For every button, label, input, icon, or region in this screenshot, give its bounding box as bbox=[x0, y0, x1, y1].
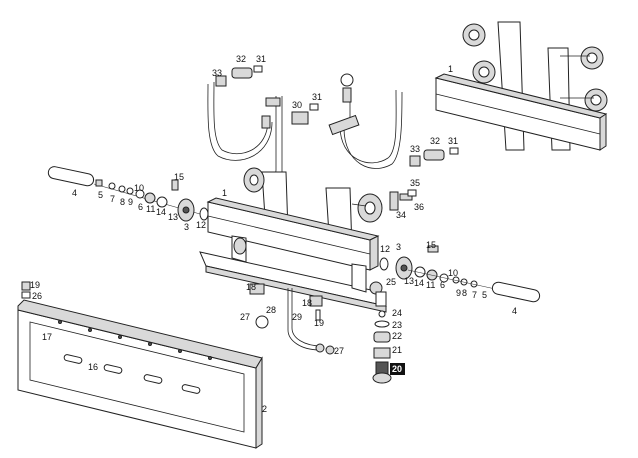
callout-5: 5 bbox=[98, 190, 103, 200]
carriage-frame-main bbox=[199, 167, 387, 313]
lower-hoses-and-fittings bbox=[249, 283, 392, 384]
callout-7: 7 bbox=[110, 194, 115, 204]
callout-26: 26 bbox=[32, 291, 42, 301]
callout-labels: 1 1 2 3 3 4 4 5 5 6 6 7 7 8 8 9 9 10 10 … bbox=[30, 54, 517, 414]
pin-assembly-right bbox=[379, 189, 541, 303]
callout-6: 6 bbox=[138, 202, 143, 212]
callout-3: 3 bbox=[184, 222, 189, 232]
callout-33: 33 bbox=[212, 68, 222, 78]
hydraulic-hoses-top bbox=[207, 73, 403, 185]
callout-4: 4 bbox=[72, 188, 77, 198]
callout-11: 11 bbox=[146, 204, 155, 214]
callout-27: 27 bbox=[240, 312, 250, 322]
callout-9: 9 bbox=[128, 197, 133, 207]
callout-34: 34 bbox=[396, 210, 406, 220]
callout-29: 29 bbox=[292, 312, 302, 322]
callout-24: 24 bbox=[392, 308, 402, 318]
callout-36: 36 bbox=[414, 202, 424, 212]
callout-12: 12 bbox=[196, 220, 206, 230]
callout-13: 13 bbox=[404, 276, 414, 286]
callout-21: 21 bbox=[392, 345, 402, 355]
callout-22: 22 bbox=[392, 331, 402, 341]
callout-3: 3 bbox=[396, 242, 401, 252]
backrest-plate bbox=[17, 281, 263, 449]
callout-27: 27 bbox=[334, 346, 344, 356]
callout-15: 15 bbox=[426, 240, 436, 250]
callout-18: 18 bbox=[302, 298, 312, 308]
bracket-30 bbox=[291, 103, 319, 125]
callout-8: 8 bbox=[120, 197, 125, 207]
callout-19: 19 bbox=[314, 318, 324, 328]
callout-30: 30 bbox=[292, 100, 302, 110]
callout-10: 10 bbox=[448, 268, 458, 278]
callout-6: 6 bbox=[440, 280, 445, 290]
callout-4: 4 bbox=[512, 306, 517, 316]
callout-2: 2 bbox=[262, 404, 267, 414]
callout-14: 14 bbox=[414, 278, 424, 288]
callout-20-highlight bbox=[390, 363, 405, 375]
callout-8: 8 bbox=[462, 288, 467, 298]
callout-1: 1 bbox=[222, 188, 227, 198]
callout-25: 25 bbox=[386, 277, 396, 287]
hose-clamp-right bbox=[409, 147, 459, 167]
callout-5: 5 bbox=[482, 290, 487, 300]
callout-13: 13 bbox=[168, 212, 178, 222]
hose-clamp-top-left bbox=[215, 65, 263, 87]
callout-9: 9 bbox=[456, 288, 461, 298]
callout-17: 17 bbox=[42, 332, 52, 342]
callout-18: 18 bbox=[246, 282, 256, 292]
pin-assembly-left bbox=[47, 166, 209, 222]
callout-10: 10 bbox=[134, 183, 144, 193]
callout-12: 12 bbox=[380, 244, 390, 254]
callout-32: 32 bbox=[430, 136, 440, 146]
callout-23: 23 bbox=[392, 320, 402, 330]
callout-28: 28 bbox=[266, 305, 276, 315]
plate-slots bbox=[63, 354, 201, 394]
callout-1: 1 bbox=[448, 64, 453, 74]
callout-20: 20 bbox=[392, 364, 402, 374]
callout-32: 32 bbox=[236, 54, 246, 64]
callout-35: 35 bbox=[410, 178, 420, 188]
callout-11: 11 bbox=[426, 280, 435, 290]
callout-33: 33 bbox=[410, 144, 420, 154]
callout-14: 14 bbox=[156, 207, 166, 217]
callout-19: 19 bbox=[30, 280, 40, 290]
callout-31: 31 bbox=[256, 54, 266, 64]
callout-15: 15 bbox=[174, 172, 184, 182]
callout-31: 31 bbox=[312, 92, 322, 102]
callout-31: 31 bbox=[448, 136, 458, 146]
callout-7: 7 bbox=[472, 290, 477, 300]
callout-16: 16 bbox=[88, 362, 98, 372]
carriage-assembly-top-right bbox=[434, 21, 608, 151]
